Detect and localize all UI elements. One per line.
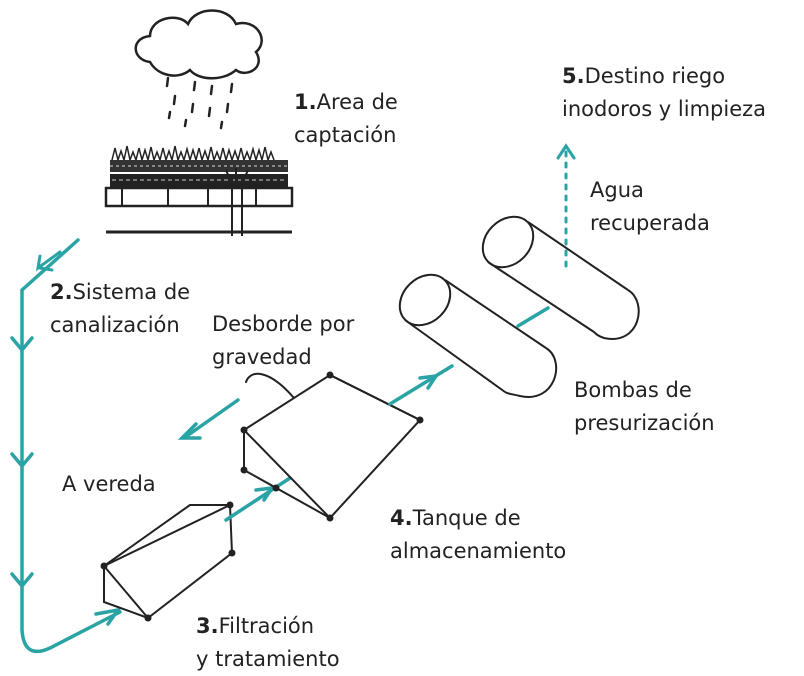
label-line: inodoros y limpieza <box>562 97 767 121</box>
label-captacion: 1.Area de captación <box>294 86 398 152</box>
label-vereda: A vereda <box>62 468 156 501</box>
label-line: Filtración <box>218 614 315 638</box>
label-tanque: 4.Tanque de almacenamiento <box>390 502 566 568</box>
flow-to-tank <box>224 476 292 522</box>
step-number: 2. <box>50 280 73 304</box>
rain-cloud-icon <box>134 9 263 130</box>
overflow-arrow <box>177 372 295 440</box>
label-line: gravedad <box>212 345 312 369</box>
step-number: 1. <box>294 90 317 114</box>
pump-cylinder-1 <box>398 273 558 398</box>
label-line: canalización <box>50 313 180 337</box>
label-line: Tanque de <box>412 506 521 530</box>
label-destino: 5.Destino riego inodoros y limpieza <box>562 60 766 126</box>
green-roof-icon <box>104 145 294 236</box>
label-line: A vereda <box>62 472 156 496</box>
label-filtracion: 3.Filtración y tratamiento <box>196 610 340 676</box>
label-bombas: Bombas de presurización <box>574 374 715 440</box>
label-line: Agua <box>590 178 644 202</box>
step-number: 3. <box>196 614 219 638</box>
label-line: Desborde por <box>212 312 355 336</box>
label-desborde: Desborde por gravedad <box>212 308 354 374</box>
label-line: Sistema de <box>72 280 191 304</box>
label-line: Area de <box>316 90 398 114</box>
label-line: recuperada <box>590 211 710 235</box>
step-number: 4. <box>390 506 413 530</box>
flow-line-main <box>10 238 122 654</box>
label-line: presurización <box>574 411 715 435</box>
label-line: almacenamiento <box>390 539 567 563</box>
label-line: Destino riego <box>584 64 726 88</box>
label-line: Bombas de <box>574 378 692 402</box>
storage-tank-box <box>240 371 424 522</box>
label-agua: Agua recuperada <box>590 174 710 240</box>
label-canalizacion: 2.Sistema de canalización <box>50 276 190 342</box>
step-number: 5. <box>562 64 585 88</box>
filtration-box <box>100 501 236 622</box>
label-line: captación <box>294 123 397 147</box>
recovered-water-arrow <box>556 143 576 268</box>
flow-to-pumps <box>388 364 454 406</box>
pump-cylinder-2 <box>481 215 640 340</box>
flow-pump-connector <box>516 306 550 328</box>
label-line: y tratamiento <box>196 647 340 671</box>
